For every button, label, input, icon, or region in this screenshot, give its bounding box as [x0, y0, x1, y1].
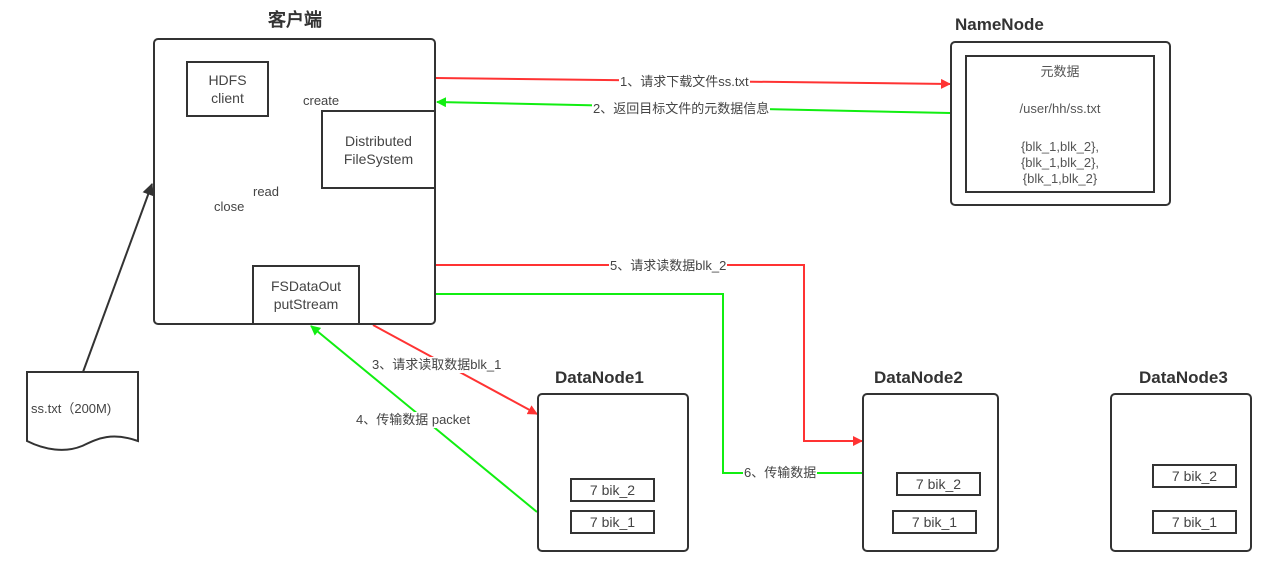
- metadata-heading: 元数据: [1040, 64, 1080, 79]
- namenode-metadata-box: [965, 55, 1155, 193]
- datanode3-title: DataNode3: [1139, 368, 1228, 387]
- metadata-path: /user/hh/ss.txt: [1019, 101, 1101, 116]
- metadata-blocks: {blk_1,blk_2}, {blk_1,blk_2}, {blk_1,blk…: [1020, 139, 1100, 186]
- step-2-label: 2、返回目标文件的元数据信息: [592, 101, 771, 117]
- hdfs-client-box[interactable]: HDFS client: [186, 61, 269, 117]
- fsdata-stream-box[interactable]: FSDataOut putStream: [252, 265, 360, 325]
- step-1-label: 1、请求下载文件ss.txt: [619, 74, 750, 90]
- edge-file-to-client: [82, 183, 154, 373]
- step-4-label: 4、传输数据 packet: [355, 412, 472, 428]
- create-label: create: [302, 93, 341, 109]
- step-6-label: 6、传输数据: [743, 465, 818, 481]
- step-3-label: 3、请求读取数据blk_1: [371, 357, 503, 373]
- client-title: 客户端: [268, 10, 322, 30]
- distributed-filesystem-box[interactable]: Distributed FileSystem: [321, 110, 436, 189]
- read-label: read: [252, 184, 281, 200]
- datanode2-title: DataNode2: [874, 368, 963, 387]
- close-label: close: [213, 199, 246, 215]
- datanode1-block-1: 7 bik_1: [570, 510, 655, 534]
- datanode1-title: DataNode1: [555, 368, 644, 387]
- datanode2-block-1: 7 bik_1: [892, 510, 977, 534]
- step-5-label: 5、请求读数据blk_2: [609, 258, 728, 274]
- datanode3-block-1: 7 bik_1: [1152, 510, 1237, 534]
- datanode1-block-2: 7 bik_2: [570, 478, 655, 502]
- datanode3-block-2: 7 bik_2: [1152, 464, 1237, 488]
- file-document-shape: [26, 371, 139, 451]
- namenode-title: NameNode: [955, 15, 1044, 34]
- file-label[interactable]: ss.txt（200M): [31, 401, 112, 416]
- datanode2-block-2: 7 bik_2: [896, 472, 981, 496]
